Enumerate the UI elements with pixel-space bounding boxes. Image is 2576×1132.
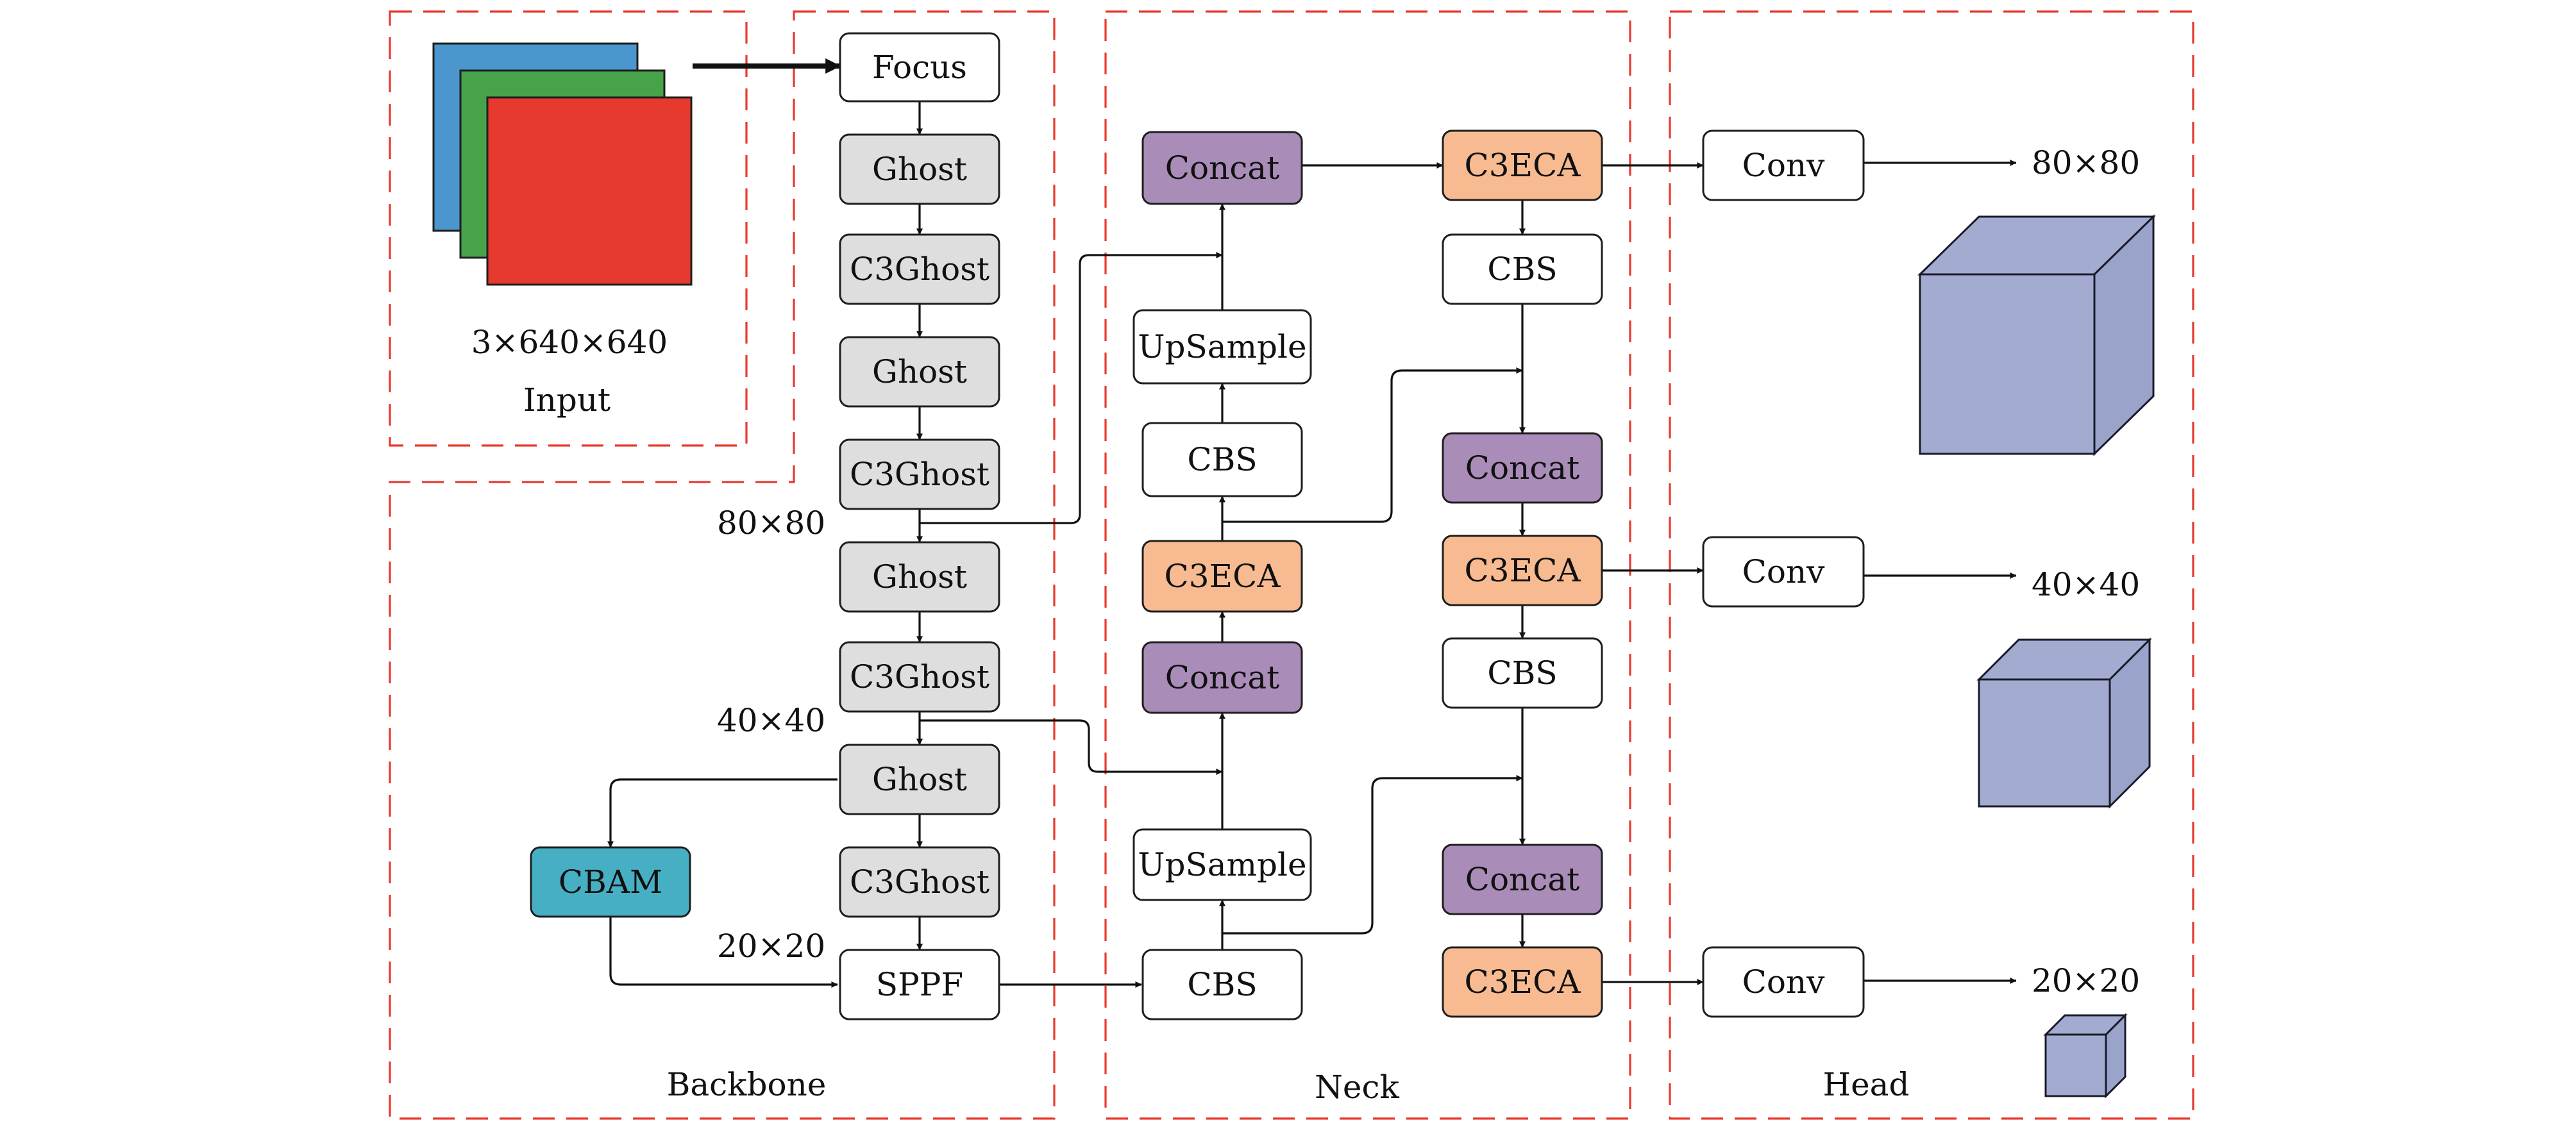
node-cbam-label: CBAM xyxy=(559,863,662,901)
node-ghost-2-label: Ghost xyxy=(872,353,967,390)
node-c3ghost-2: C3Ghost xyxy=(839,438,1000,510)
edge-skip-40-to-concat2 xyxy=(920,719,1223,775)
head-dim-20: 20×20 xyxy=(2032,962,2140,999)
backbone-dim-20: 20×20 xyxy=(717,928,825,965)
node-c3eca-3: C3ECA xyxy=(1442,535,1603,606)
node-concat-1: Concat xyxy=(1141,131,1303,205)
head-region-label: Head xyxy=(1823,1066,1909,1103)
head-dim-80: 80×80 xyxy=(2032,144,2140,181)
node-upsample-2: UpSample xyxy=(1132,828,1312,901)
nodes: Focus Ghost C3Ghost Ghost C3Ghost Ghost … xyxy=(530,32,1865,1020)
node-c3ghost-1-label: C3Ghost xyxy=(850,251,989,288)
node-c3eca-2-label: C3ECA xyxy=(1465,147,1581,184)
neck-region-label: Neck xyxy=(1315,1069,1399,1106)
node-concat-1-label: Concat xyxy=(1165,149,1279,187)
node-concat-3: Concat xyxy=(1442,432,1603,504)
node-c3ghost-4-label: C3Ghost xyxy=(850,863,989,901)
node-upsample-2-label: UpSample xyxy=(1138,846,1306,883)
node-ghost-2: Ghost xyxy=(839,336,1000,408)
edge-ghost-to-cbam xyxy=(607,778,838,848)
node-concat-2-label: Concat xyxy=(1165,659,1279,696)
node-cbam: CBAM xyxy=(530,846,691,918)
node-conv-1: Conv xyxy=(1702,129,1865,201)
edge-cbs2-to-concat3 xyxy=(1222,367,1523,523)
node-sppf-label: SPPF xyxy=(876,966,963,1003)
node-conv-3-label: Conv xyxy=(1742,963,1826,1001)
backbone-region-label: Backbone xyxy=(667,1066,827,1103)
neck-region xyxy=(1104,10,1631,1120)
node-c3ghost-2-label: C3Ghost xyxy=(850,456,989,493)
node-c3ghost-1: C3Ghost xyxy=(839,233,1000,305)
output-cube-40 xyxy=(1976,637,2152,809)
backbone-region xyxy=(389,10,1056,1120)
input-layer-red xyxy=(486,96,693,286)
node-conv-3: Conv xyxy=(1702,946,1865,1018)
node-conv-1-label: Conv xyxy=(1742,147,1826,184)
node-c3eca-3-label: C3ECA xyxy=(1465,552,1581,589)
output-cube-20 xyxy=(2043,1013,2128,1099)
node-c3eca-2: C3ECA xyxy=(1442,129,1603,201)
node-ghost-1-label: Ghost xyxy=(872,151,967,188)
input-image-stack xyxy=(432,42,693,286)
node-conv-2: Conv xyxy=(1702,536,1865,608)
node-conv-2-label: Conv xyxy=(1742,553,1826,590)
input-shape-label: 3×640×640 xyxy=(471,324,668,361)
node-cbs-2: CBS xyxy=(1141,422,1303,497)
edge-cbam-to-sppf xyxy=(609,917,838,988)
node-ghost-3-label: Ghost xyxy=(872,558,967,595)
node-upsample-1: UpSample xyxy=(1132,309,1312,385)
node-sppf: SPPF xyxy=(839,949,1000,1020)
node-focus-label: Focus xyxy=(872,49,967,86)
node-ghost-4-label: Ghost xyxy=(872,761,967,798)
node-concat-2: Concat xyxy=(1141,641,1303,714)
node-c3eca-1-label: C3ECA xyxy=(1165,558,1281,595)
head-dim-40: 40×40 xyxy=(2032,566,2140,603)
edge-cbs1-to-concat4 xyxy=(1222,775,1523,935)
edge-skip-80-to-concat1 xyxy=(920,252,1223,524)
node-cbs-1-label: CBS xyxy=(1187,966,1257,1003)
node-upsample-1-label: UpSample xyxy=(1138,328,1306,365)
node-ghost-3: Ghost xyxy=(839,541,1000,613)
region-borders xyxy=(389,10,2194,1120)
node-ghost-4: Ghost xyxy=(839,744,1000,815)
node-c3eca-4-label: C3ECA xyxy=(1465,963,1581,1001)
input-region-label: Input xyxy=(523,381,610,419)
node-c3ghost-3-label: C3Ghost xyxy=(850,658,989,695)
node-ghost-1: Ghost xyxy=(839,133,1000,205)
head-region xyxy=(1669,10,2194,1120)
node-cbs-3: CBS xyxy=(1442,233,1603,305)
node-cbs-3-label: CBS xyxy=(1487,251,1557,288)
edges xyxy=(607,58,2017,988)
node-c3ghost-4: C3Ghost xyxy=(839,846,1000,918)
input-region xyxy=(389,10,748,447)
node-concat-4-label: Concat xyxy=(1465,861,1579,898)
backbone-dim-40: 40×40 xyxy=(717,702,825,739)
node-c3eca-4: C3ECA xyxy=(1442,946,1603,1018)
node-c3eca-1: C3ECA xyxy=(1141,540,1303,613)
node-cbs-4-label: CBS xyxy=(1487,654,1557,692)
node-cbs-1: CBS xyxy=(1141,949,1303,1020)
output-cube-80 xyxy=(1917,214,2156,456)
node-cbs-2-label: CBS xyxy=(1187,441,1257,478)
node-cbs-4: CBS xyxy=(1442,637,1603,709)
node-concat-4: Concat xyxy=(1442,844,1603,915)
backbone-dim-80: 80×80 xyxy=(717,504,825,542)
node-concat-3-label: Concat xyxy=(1465,449,1579,487)
node-c3ghost-3: C3Ghost xyxy=(839,641,1000,713)
node-focus: Focus xyxy=(839,32,1000,103)
